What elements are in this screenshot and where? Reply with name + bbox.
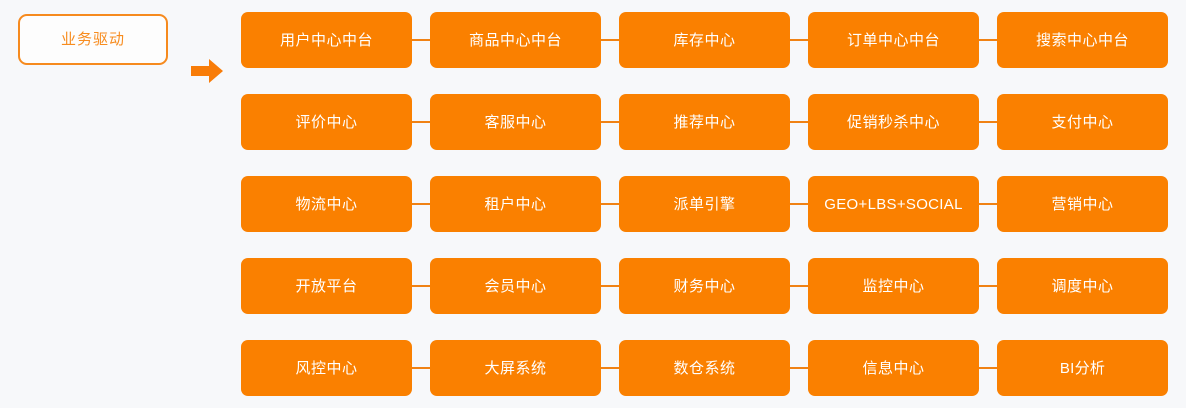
connector-line bbox=[601, 176, 619, 232]
capability-cell: 营销中心 bbox=[979, 176, 1168, 232]
connector-line bbox=[790, 176, 808, 232]
capability-cell: 调度中心 bbox=[979, 258, 1168, 314]
capability-card[interactable]: 会员中心 bbox=[430, 258, 601, 314]
connector-bar bbox=[979, 39, 997, 41]
connector-bar bbox=[790, 121, 808, 123]
capability-card[interactable]: 支付中心 bbox=[997, 94, 1168, 150]
capability-cell: 开放平台 bbox=[241, 258, 412, 314]
business-driver-box[interactable]: 业务驱动 bbox=[18, 14, 168, 65]
capability-card[interactable]: 派单引擎 bbox=[619, 176, 790, 232]
connector-line bbox=[601, 12, 619, 68]
capability-cell: 评价中心 bbox=[241, 94, 412, 150]
connector-line bbox=[790, 258, 808, 314]
capability-card[interactable]: 客服中心 bbox=[430, 94, 601, 150]
capability-cell: 监控中心 bbox=[790, 258, 979, 314]
capability-cell: 商品中心中台 bbox=[412, 12, 601, 68]
connector-line bbox=[790, 94, 808, 150]
capability-cell: GEO+LBS+SOCIAL bbox=[790, 176, 979, 232]
connector-bar bbox=[790, 367, 808, 369]
capability-row: 风控中心大屏系统数仓系统信息中心 BI分析 bbox=[241, 340, 1168, 396]
arrow-right-icon bbox=[191, 59, 223, 83]
capability-card[interactable]: 商品中心中台 bbox=[430, 12, 601, 68]
capability-card[interactable]: 营销中心 bbox=[997, 176, 1168, 232]
capability-card[interactable]: BI分析 bbox=[997, 340, 1168, 396]
capability-card[interactable]: 信息中心 bbox=[808, 340, 979, 396]
connector-bar bbox=[790, 39, 808, 41]
capability-card[interactable]: 用户中心中台 bbox=[241, 12, 412, 68]
capability-row: 物流中心租户中心派单引擎 GEO+LBS+SOCIAL 营销中心 bbox=[241, 176, 1168, 232]
connector-line bbox=[979, 176, 997, 232]
capability-row: 评价中心客服中心推荐中心促销秒杀中心支付中心 bbox=[241, 94, 1168, 150]
connector-bar bbox=[979, 203, 997, 205]
capability-card[interactable]: 评价中心 bbox=[241, 94, 412, 150]
capability-cell: 搜索中心中台 bbox=[979, 12, 1168, 68]
connector-line bbox=[790, 12, 808, 68]
capability-grid: 用户中心中台商品中心中台库存中心订单中心中台搜索中心中台评价中心客服中心推荐中心… bbox=[241, 12, 1168, 396]
connector-bar bbox=[790, 285, 808, 287]
connector-bar bbox=[601, 203, 619, 205]
connector-line bbox=[790, 340, 808, 396]
capability-cell: 库存中心 bbox=[601, 12, 790, 68]
connector-bar bbox=[601, 39, 619, 41]
capability-cell: 租户中心 bbox=[412, 176, 601, 232]
connector-line bbox=[412, 340, 430, 396]
capability-card[interactable]: GEO+LBS+SOCIAL bbox=[808, 176, 979, 232]
capability-cell: 客服中心 bbox=[412, 94, 601, 150]
connector-line bbox=[601, 94, 619, 150]
connector-line bbox=[601, 340, 619, 396]
connector-line bbox=[979, 12, 997, 68]
connector-bar bbox=[412, 121, 430, 123]
capability-cell: 风控中心 bbox=[241, 340, 412, 396]
capability-cell: 推荐中心 bbox=[601, 94, 790, 150]
capability-cell: 数仓系统 bbox=[601, 340, 790, 396]
capability-row: 开放平台会员中心财务中心监控中心调度中心 bbox=[241, 258, 1168, 314]
connector-bar bbox=[979, 121, 997, 123]
connector-bar bbox=[412, 367, 430, 369]
connector-line bbox=[412, 258, 430, 314]
capability-card[interactable]: 大屏系统 bbox=[430, 340, 601, 396]
capability-card[interactable]: 租户中心 bbox=[430, 176, 601, 232]
capability-card[interactable]: 监控中心 bbox=[808, 258, 979, 314]
capability-cell: 用户中心中台 bbox=[241, 12, 412, 68]
connector-line bbox=[979, 94, 997, 150]
connector-line bbox=[601, 258, 619, 314]
capability-cell: 大屏系统 bbox=[412, 340, 601, 396]
capability-card[interactable]: 库存中心 bbox=[619, 12, 790, 68]
connector-bar bbox=[601, 285, 619, 287]
capability-card[interactable]: 订单中心中台 bbox=[808, 12, 979, 68]
capability-card[interactable]: 推荐中心 bbox=[619, 94, 790, 150]
capability-card[interactable]: 搜索中心中台 bbox=[997, 12, 1168, 68]
capability-cell: 会员中心 bbox=[412, 258, 601, 314]
connector-bar bbox=[601, 367, 619, 369]
capability-card[interactable]: 开放平台 bbox=[241, 258, 412, 314]
capability-cell: 支付中心 bbox=[979, 94, 1168, 150]
capability-cell: 财务中心 bbox=[601, 258, 790, 314]
capability-cell: 订单中心中台 bbox=[790, 12, 979, 68]
connector-line bbox=[412, 94, 430, 150]
business-driver-label: 业务驱动 bbox=[60, 31, 125, 48]
connector-bar bbox=[412, 39, 430, 41]
capability-row: 用户中心中台商品中心中台库存中心订单中心中台搜索中心中台 bbox=[241, 12, 1168, 68]
capability-cell: 派单引擎 bbox=[601, 176, 790, 232]
capability-cell: 物流中心 bbox=[241, 176, 412, 232]
capability-cell: 信息中心 bbox=[790, 340, 979, 396]
capability-card[interactable]: 数仓系统 bbox=[619, 340, 790, 396]
capability-card[interactable]: 促销秒杀中心 bbox=[808, 94, 979, 150]
connector-line bbox=[412, 176, 430, 232]
connector-line bbox=[412, 12, 430, 68]
connector-bar bbox=[790, 203, 808, 205]
connector-bar bbox=[412, 285, 430, 287]
capability-card[interactable]: 物流中心 bbox=[241, 176, 412, 232]
connector-line bbox=[979, 258, 997, 314]
capability-cell: 促销秒杀中心 bbox=[790, 94, 979, 150]
connector-bar bbox=[979, 285, 997, 287]
connector-bar bbox=[412, 203, 430, 205]
capability-card[interactable]: 财务中心 bbox=[619, 258, 790, 314]
capability-card[interactable]: 调度中心 bbox=[997, 258, 1168, 314]
connector-bar bbox=[601, 121, 619, 123]
capability-card[interactable]: 风控中心 bbox=[241, 340, 412, 396]
connector-bar bbox=[979, 367, 997, 369]
capability-cell: BI分析 bbox=[979, 340, 1168, 396]
connector-line bbox=[979, 340, 997, 396]
